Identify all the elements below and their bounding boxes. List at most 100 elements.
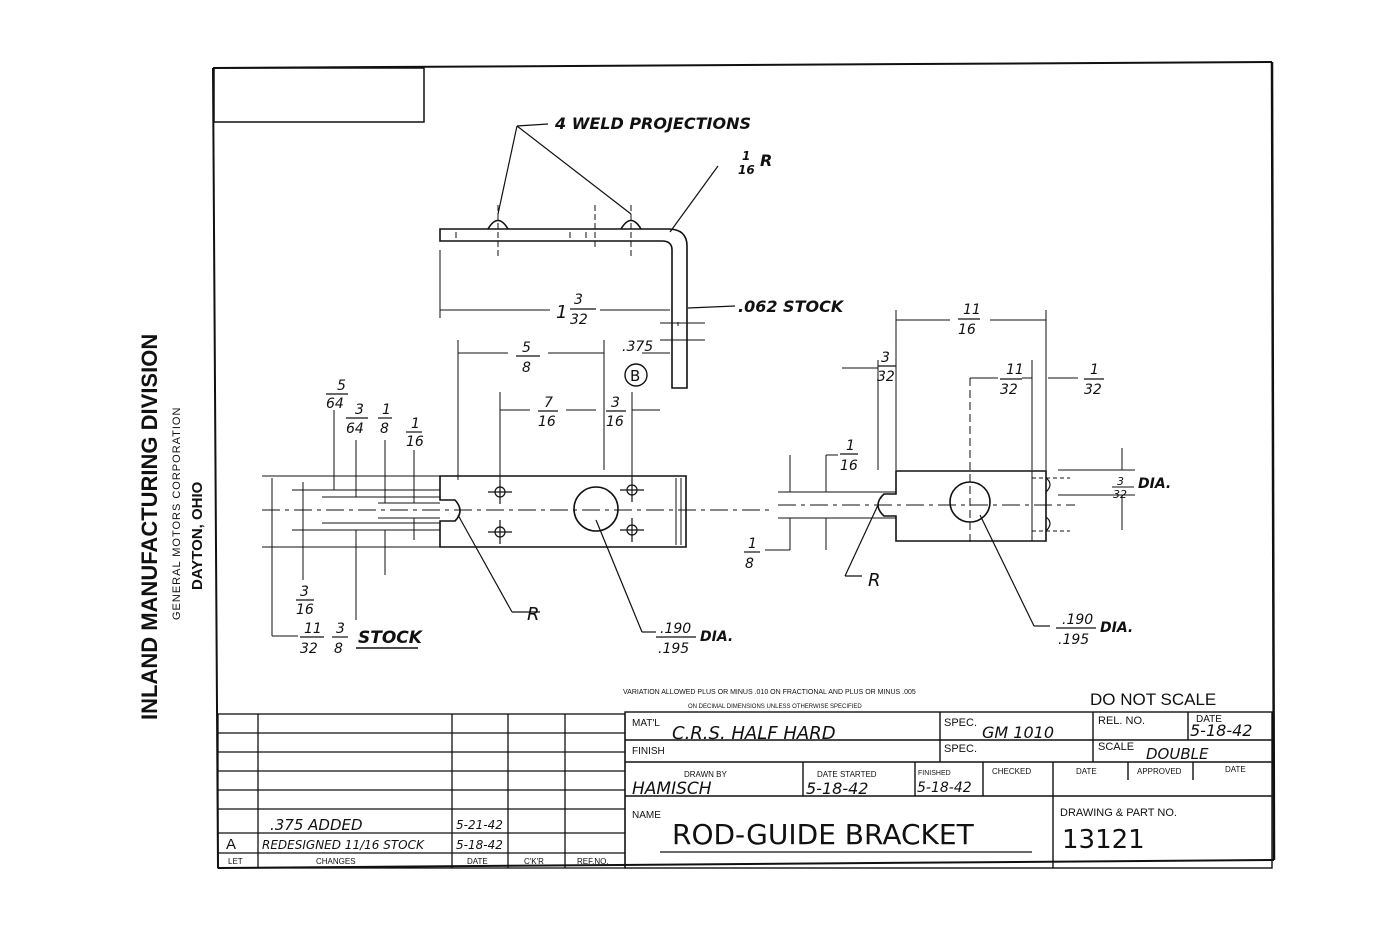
- dim-3-16-den: 16: [606, 414, 624, 430]
- drawn-by-value: HAMISCH: [632, 779, 712, 799]
- changes-header-changes: CHANGES: [316, 857, 356, 866]
- company-location: DAYTON, OHIO: [189, 481, 206, 590]
- company-name: INLAND MANUFACTURING DIVISION: [137, 334, 162, 720]
- right-dia-label: DIA.: [1138, 476, 1171, 492]
- rel-no-label: REL. NO.: [1098, 715, 1145, 727]
- date2-label: DATE: [1076, 767, 1097, 776]
- datum-b-circle: [624, 363, 648, 387]
- right-3-32b-den: 32: [1113, 488, 1127, 501]
- dim-5-8-num: 5: [522, 340, 531, 356]
- variation-note-1: VARIATION ALLOWED PLUS OR MINUS .010 ON …: [623, 689, 916, 696]
- overall-length-whole: 1: [556, 302, 567, 323]
- change-row-2-date: 5-18-42: [456, 838, 503, 852]
- weld-projections-label: 4 WELD PROJECTIONS: [554, 114, 751, 133]
- name-label: NAME: [632, 810, 661, 821]
- dim-11-32-num: 11: [304, 621, 322, 637]
- right-front-view-labels: 11 16 3 32 11 32 1 32 1 16 1 8 3 32 DIA.…: [744, 302, 1171, 648]
- changes-header-date: DATE: [467, 857, 488, 866]
- left-front-view: [262, 392, 770, 637]
- right-front-view: [765, 310, 1135, 627]
- scale-label: SCALE: [1098, 741, 1134, 753]
- spec2-label: SPEC.: [944, 743, 977, 755]
- spec-value: GM 1010: [982, 723, 1054, 742]
- dim-1-16-den: 16: [406, 434, 424, 450]
- changes-header-let: LET: [228, 857, 243, 866]
- right-1-8-den: 8: [745, 556, 754, 572]
- side-view-labels: 4 WELD PROJECTIONS 1 16 R .062 STOCK 1 3…: [516, 114, 845, 387]
- right-1-32-num: 1: [1090, 362, 1099, 378]
- hole-dia-left-bot: .195: [658, 641, 689, 657]
- left-front-view-labels: 7 16 3 16 5 64 3 64 1 8 1 16 3 16 11 32 …: [296, 378, 733, 657]
- right-3-32-den: 32: [877, 369, 895, 385]
- radius-left-label: R: [527, 604, 540, 625]
- hole-dia-left-top: .190: [660, 621, 691, 637]
- dim-11-32-den: 32: [300, 641, 318, 657]
- spec-label: SPEC.: [944, 717, 977, 729]
- change-row-2-let: A: [226, 836, 236, 853]
- dim-375: .375: [622, 339, 653, 355]
- right-3-32-num: 3: [881, 350, 890, 366]
- dim-5-64-num: 5: [337, 378, 346, 394]
- datum-b: B: [630, 367, 640, 385]
- finished-label: FINISHED: [918, 770, 951, 777]
- part-no-value: 13121: [1062, 825, 1145, 855]
- side-view: [439, 123, 736, 480]
- radius-right-label: R: [868, 570, 881, 591]
- finish-label: FINISH: [632, 746, 665, 757]
- company-block: INLAND MANUFACTURING DIVISION GENERAL MO…: [137, 334, 206, 720]
- checked-label: CHECKED: [992, 767, 1031, 776]
- dim-7-16-den: 16: [538, 414, 556, 430]
- changes-table: [217, 713, 626, 869]
- dim-3-16b-den: 16: [296, 602, 314, 618]
- date-label: DATE: [1196, 714, 1222, 725]
- dim-5-8-den: 8: [522, 360, 531, 376]
- right-11-32-num: 11: [1006, 362, 1024, 378]
- change-row-2-text: REDESIGNED 11/16 STOCK: [262, 838, 425, 852]
- part-no-label: DRAWING & PART NO.: [1060, 807, 1177, 819]
- right-11-16-num: 11: [963, 302, 981, 318]
- dim-7-16-num: 7: [544, 395, 553, 411]
- change-row-1-date: 5-21-42: [456, 818, 503, 832]
- variation-note-2: ON DECIMAL DIMENSIONS UNLESS OTHERWISE S…: [688, 704, 862, 710]
- change-row-1-text: .375 ADDED: [270, 816, 363, 834]
- dim-3-16b-num: 3: [300, 584, 309, 600]
- date-started-label: DATE STARTED: [817, 770, 877, 779]
- dim-3-64-num: 3: [355, 402, 364, 418]
- scale-value: DOUBLE: [1146, 745, 1209, 763]
- title-block-text: MAT'L C.R.S. HALF HARD SPEC. GM 1010 REL…: [632, 714, 1252, 855]
- do-not-scale: DO NOT SCALE: [1090, 690, 1216, 709]
- bend-radius-den: 16: [738, 163, 755, 177]
- hole-dia-right-bot: .195: [1058, 632, 1089, 648]
- approved-label: APPROVED: [1137, 767, 1182, 776]
- date-value: 5-18-42: [1190, 721, 1252, 740]
- bend-radius-num: 1: [742, 149, 750, 163]
- revision-stamp-box: [213, 67, 425, 123]
- overall-length-num: 3: [574, 292, 583, 308]
- company-parent: GENERAL MOTORS CORPORATION: [171, 407, 183, 620]
- stock-label: STOCK: [358, 628, 424, 648]
- drawn-by-label: DRAWN BY: [684, 770, 727, 779]
- right-11-32-den: 32: [1000, 382, 1018, 398]
- dim-3-8-num: 3: [336, 621, 345, 637]
- overall-length-den: 32: [570, 312, 588, 328]
- right-1-8-num: 1: [748, 536, 757, 552]
- right-3-32b-num: 3: [1117, 475, 1124, 488]
- bend-radius-r: R: [760, 151, 772, 170]
- dim-3-8-den: 8: [334, 641, 343, 657]
- dim-3-64-den: 64: [346, 421, 364, 437]
- right-11-16-den: 16: [958, 322, 976, 338]
- dim-1-8-num: 1: [382, 402, 391, 418]
- right-1-16-num: 1: [846, 438, 855, 454]
- finished-value: 5-18-42: [917, 780, 972, 796]
- drawing-border: [212, 61, 1276, 869]
- part-name-value: ROD-GUIDE BRACKET: [672, 818, 975, 851]
- matl-label: MAT'L: [632, 718, 660, 729]
- changes-header-ckr: C'K'R: [524, 857, 544, 866]
- dim-1-8-den: 8: [380, 421, 389, 437]
- right-1-32-den: 32: [1084, 382, 1102, 398]
- general-notes: VARIATION ALLOWED PLUS OR MINUS .010 ON …: [623, 689, 1216, 710]
- right-1-16-den: 16: [840, 458, 858, 474]
- changes-header-ref: REF.NO.: [577, 857, 609, 866]
- matl-value: C.R.S. HALF HARD: [672, 723, 836, 744]
